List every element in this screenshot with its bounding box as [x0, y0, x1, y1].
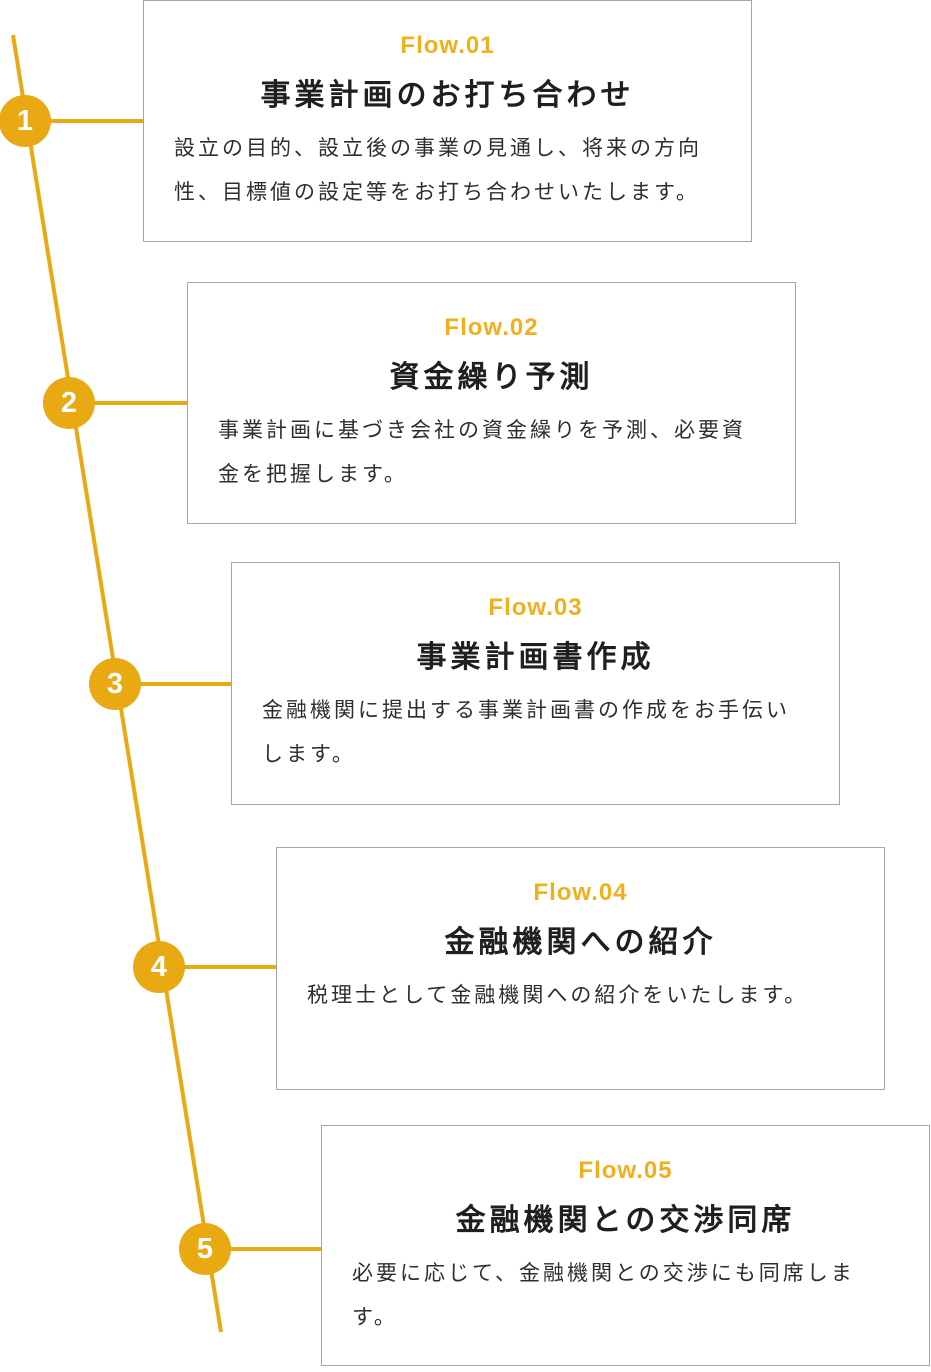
step-title: 金融機関への紹介 — [444, 926, 717, 959]
step-description: 設立の目的、設立後の事業の見通し、将来の方向性、目標値の設定等をお打ち合わせいた… — [174, 137, 702, 204]
step-description: 必要に応じて、金融機関との交渉にも同席します。 — [352, 1262, 855, 1329]
flow-label: Flow.03 — [488, 594, 583, 621]
step-description: 金融機関に提出する事業計画書の作成をお手伝いします。 — [262, 699, 790, 766]
connector-line — [69, 401, 187, 405]
step-description: 事業計画に基づき会社の資金繰りを予測、必要資金を把握します。 — [218, 419, 746, 486]
step-number-badge: 4 — [133, 941, 185, 993]
flow-step-card: Flow.02 資金繰り予測 事業計画に基づき会社の資金繰りを予測、必要資金を把… — [187, 282, 796, 524]
step-title: 金融機関との交渉同席 — [455, 1204, 796, 1237]
step-number-badge: 5 — [179, 1223, 231, 1275]
step-title: 事業計画書作成 — [416, 641, 655, 674]
flow-label: Flow.02 — [444, 314, 539, 341]
step-number: 4 — [150, 950, 168, 983]
flow-step-card: Flow.04 金融機関への紹介 税理士として金融機関への紹介をいたします。 — [276, 847, 885, 1090]
connector-line — [205, 1247, 321, 1251]
step-description: 税理士として金融機関への紹介をいたします。 — [307, 984, 809, 1007]
step-number-badge: 3 — [89, 658, 141, 710]
step-number: 3 — [106, 667, 124, 700]
step-number-badge: 1 — [0, 95, 51, 147]
flow-label: Flow.01 — [400, 32, 495, 59]
step-title: 資金繰り予測 — [389, 361, 594, 394]
step-title: 事業計画のお打ち合わせ — [260, 79, 635, 112]
flow-label: Flow.05 — [578, 1157, 673, 1184]
flow-step-card: Flow.03 事業計画書作成 金融機関に提出する事業計画書の作成をお手伝いしま… — [231, 562, 840, 805]
flow-step-card: Flow.01 事業計画のお打ち合わせ 設立の目的、設立後の事業の見通し、将来の… — [143, 0, 752, 242]
flow-step-card: Flow.05 金融機関との交渉同席 必要に応じて、金融機関との交渉にも同席しま… — [321, 1125, 930, 1366]
connector-line — [25, 119, 143, 123]
step-number: 5 — [196, 1232, 214, 1265]
step-number: 1 — [16, 104, 34, 137]
flow-label: Flow.04 — [533, 879, 628, 906]
connector-line — [159, 965, 277, 969]
connector-line — [115, 682, 231, 686]
step-number: 2 — [60, 386, 78, 419]
step-number-badge: 2 — [43, 377, 95, 429]
